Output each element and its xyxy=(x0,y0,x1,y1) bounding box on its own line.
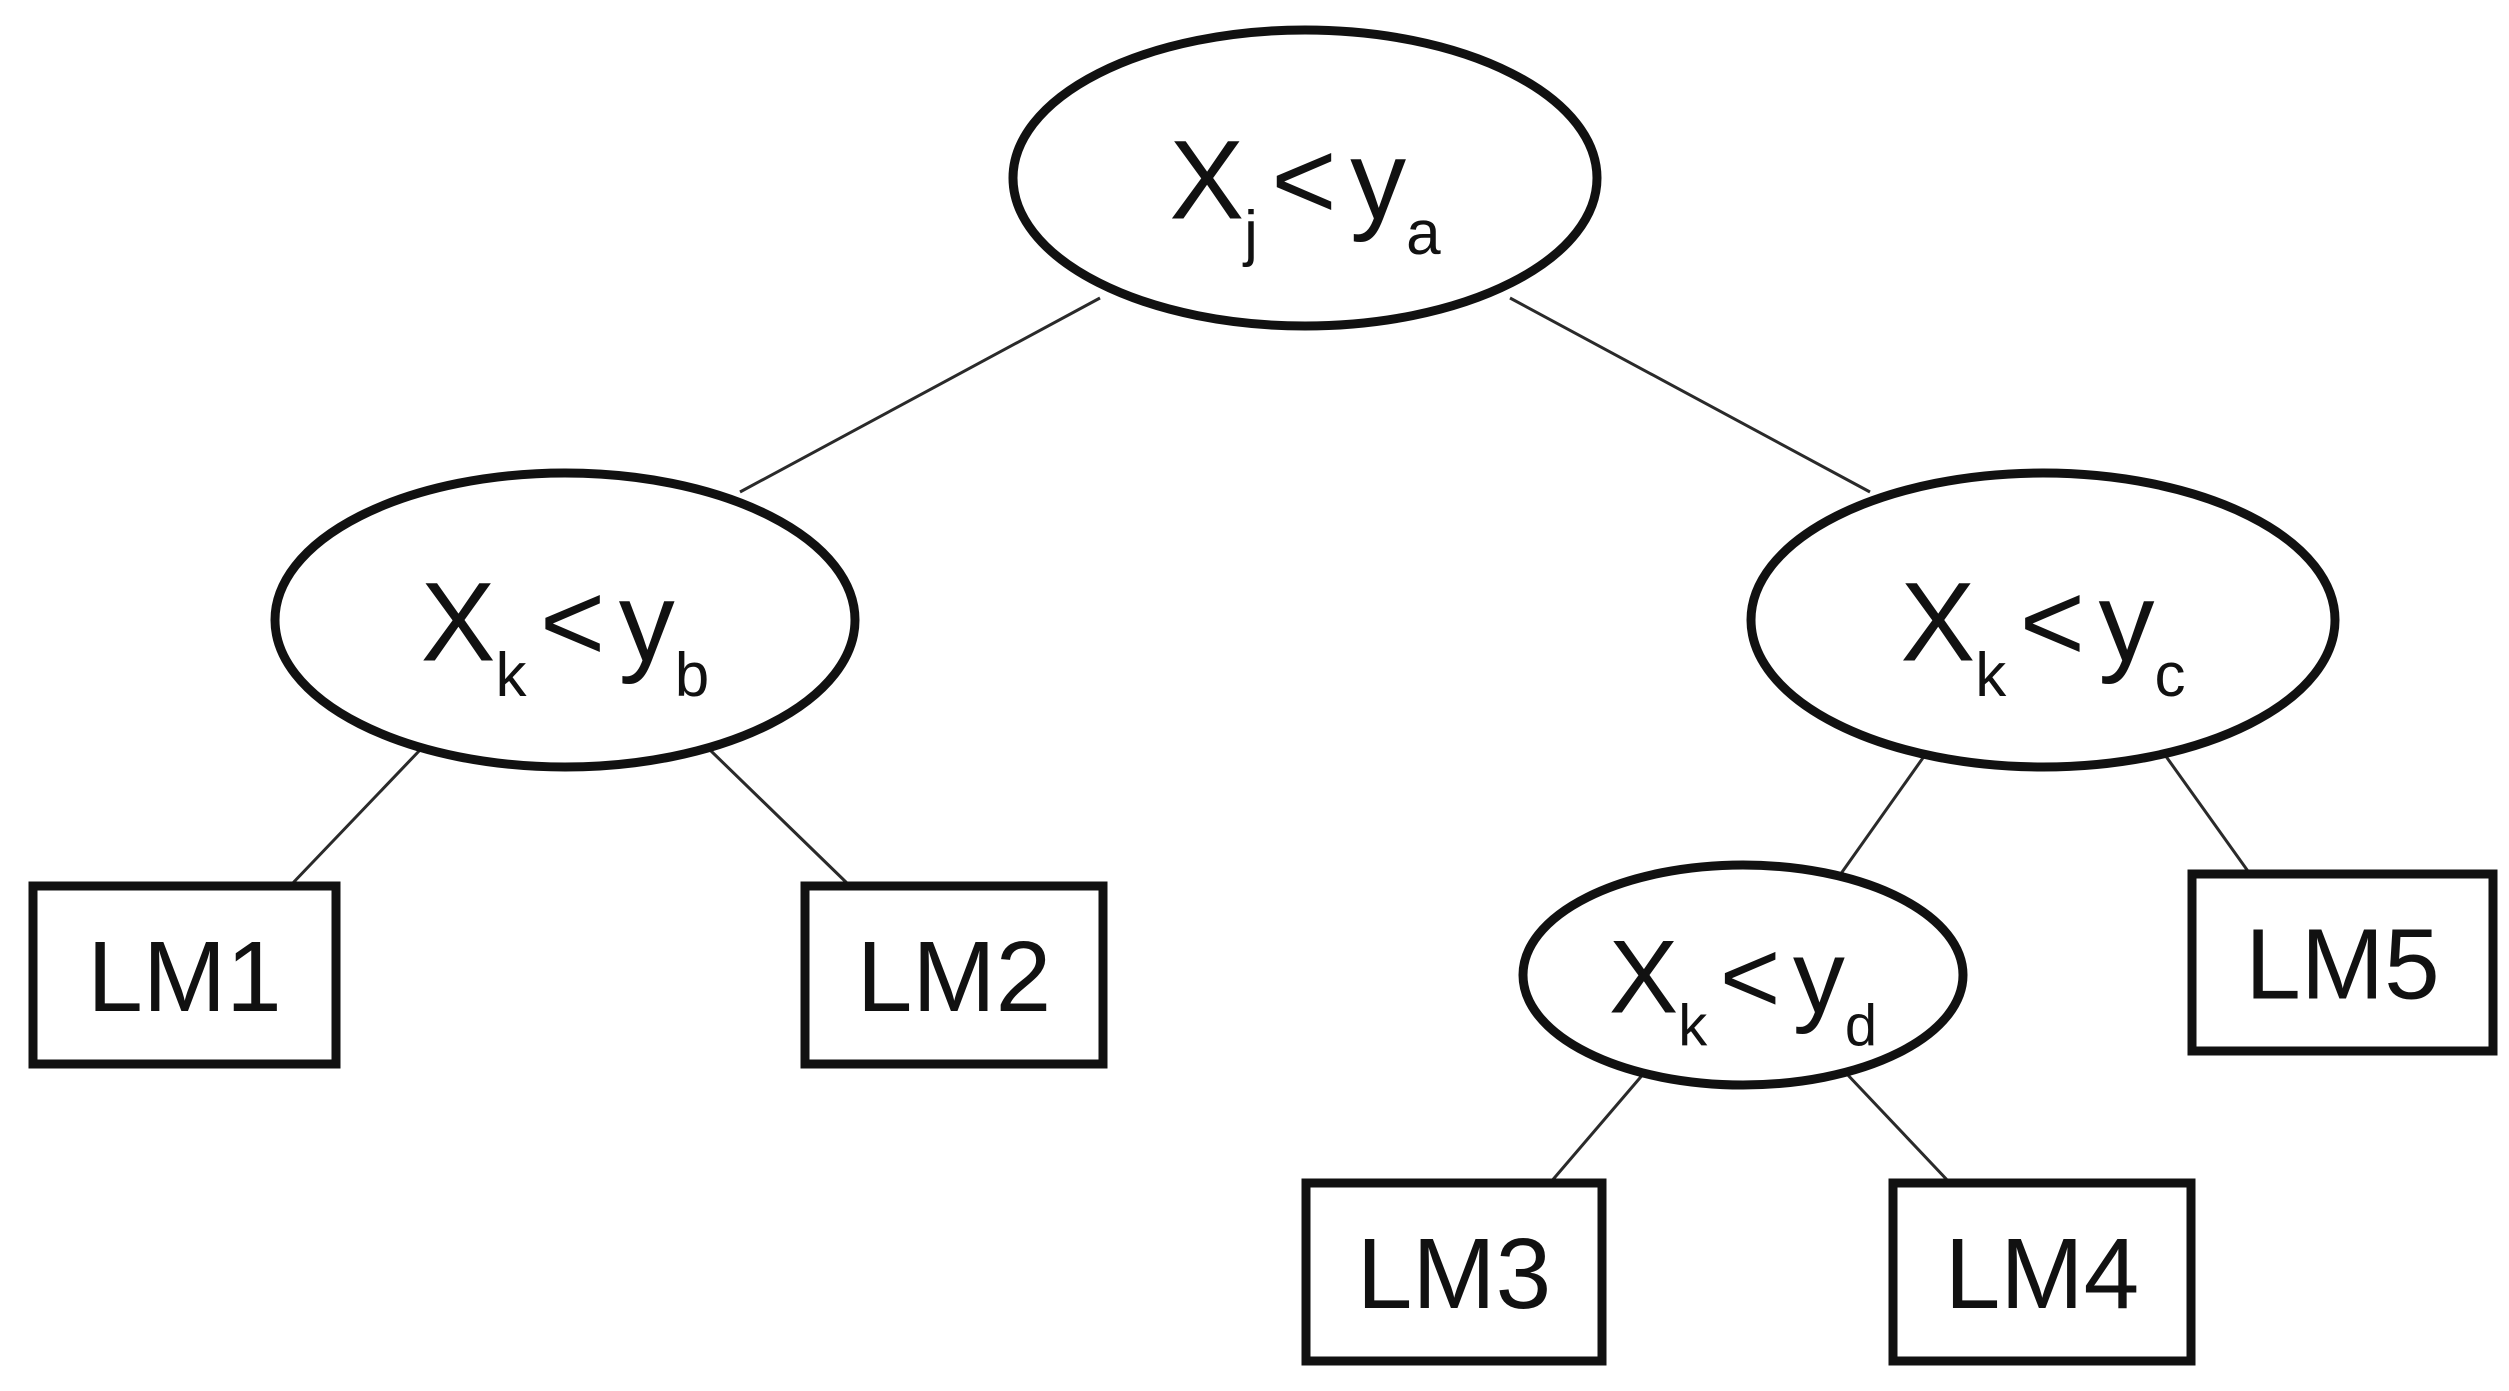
leaf-node-lm4: LM4 xyxy=(1888,1178,2196,1366)
edge-rleft-lm3 xyxy=(1548,1071,1647,1184)
condition-val: y xyxy=(1793,919,1845,1035)
edge-rleft-lm4 xyxy=(1843,1070,1952,1185)
condition-val-sub: c xyxy=(2154,641,2185,710)
condition-var-sub: j xyxy=(1242,199,1258,268)
condition-op: < xyxy=(2020,559,2085,684)
condition-op: < xyxy=(540,559,605,684)
condition-val: y xyxy=(2098,559,2154,684)
leaf-node-lm2: LM2 xyxy=(800,881,1108,1069)
condition-op: < xyxy=(1720,919,1781,1035)
leaf-label: LM5 xyxy=(2245,909,2440,1021)
condition-label: Xj<ya xyxy=(1169,117,1441,268)
leaf-node-lm3: LM3 xyxy=(1301,1178,1607,1366)
leaf-label: LM1 xyxy=(87,921,282,1033)
edge-left-lm1 xyxy=(288,748,422,888)
leaf-box xyxy=(1888,1178,2196,1366)
condition-var-sub: k xyxy=(1678,994,1708,1059)
condition-var: X xyxy=(1901,559,1976,684)
condition-val-sub: a xyxy=(1406,199,1441,268)
decision-ellipse xyxy=(1008,25,1602,331)
leaf-node-lm1: LM1 xyxy=(28,881,341,1069)
condition-var: X xyxy=(1169,117,1244,242)
edge-right-rleft xyxy=(1838,754,1927,876)
leaf-node-lm5: LM5 xyxy=(2187,869,2498,1056)
leaf-box xyxy=(1301,1178,1607,1366)
edge-right-lm5 xyxy=(2163,754,2252,875)
edge-left-lm2 xyxy=(708,748,852,888)
leaf-box xyxy=(2187,869,2498,1056)
edge-root-left xyxy=(739,296,1101,494)
leaf-label: LM2 xyxy=(857,921,1052,1033)
condition-var: X xyxy=(1609,919,1678,1035)
condition-val-sub: d xyxy=(1845,994,1877,1059)
leaf-box xyxy=(800,881,1108,1069)
leaf-label: LM3 xyxy=(1357,1218,1552,1330)
decision-node-rleft: Xk<yd xyxy=(1518,860,1968,1090)
decision-node-root: Xj<ya xyxy=(1008,25,1602,331)
condition-var: X xyxy=(421,559,496,684)
decision-ellipse xyxy=(1746,468,2340,772)
edge-root-right xyxy=(1509,296,1871,494)
condition-val: y xyxy=(619,559,675,684)
condition-var-sub: k xyxy=(1975,641,2007,710)
decision-ellipse xyxy=(1518,860,1968,1090)
decision-ellipse xyxy=(270,468,860,772)
condition-op: < xyxy=(1271,117,1336,242)
condition-val-sub: b xyxy=(675,641,709,710)
leaf-label: LM4 xyxy=(1945,1218,2140,1330)
leaf-box xyxy=(28,881,341,1069)
decision-node-left: Xk<yb xyxy=(270,468,860,772)
edges-layer xyxy=(288,296,2252,1185)
decision-node-right: Xk<yc xyxy=(1746,468,2340,772)
condition-label: Xk<yb xyxy=(421,559,709,710)
condition-var-sub: k xyxy=(495,641,527,710)
condition-val: y xyxy=(1350,117,1406,242)
condition-label: Xk<yd xyxy=(1609,919,1877,1058)
condition-label: Xk<yc xyxy=(1901,559,2186,710)
